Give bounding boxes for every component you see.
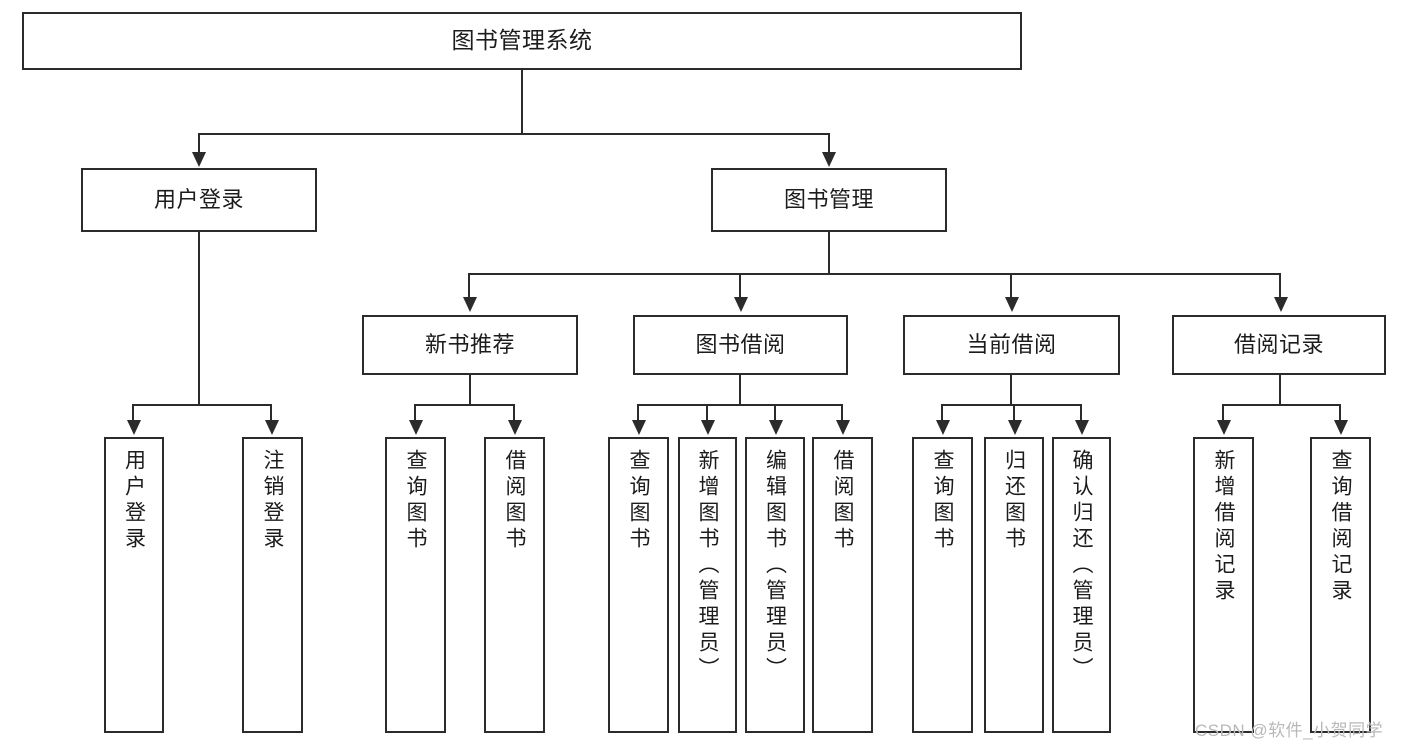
connector-root-stem xyxy=(521,70,523,134)
node-label: 借阅图书 xyxy=(503,449,526,553)
node-label: 新增借阅记录 xyxy=(1212,449,1235,605)
arrow-bm-to-book-borrow xyxy=(734,297,748,312)
node-label: 图书管理系统 xyxy=(451,27,593,54)
arrow-bb-leaf-3 xyxy=(769,420,783,435)
connector-cb-stem xyxy=(1010,375,1012,405)
connector-cb-drop-3 xyxy=(1080,404,1082,421)
connector-user-login-stem xyxy=(198,232,200,405)
connector-br-stem xyxy=(1279,375,1281,405)
connector-nbr-bus xyxy=(414,404,514,406)
node-label: 注销登录 xyxy=(261,449,284,553)
node-label: 图书借阅 xyxy=(695,332,786,358)
node-current-borrowing[interactable]: 当前借阅 xyxy=(903,315,1120,375)
connector-br-drop-1 xyxy=(1222,404,1224,421)
arrow-root-to-book-manage xyxy=(822,152,836,167)
connector-cb-bus xyxy=(941,404,1081,406)
arrow-user-login-leaf-1 xyxy=(127,420,141,435)
connector-cb-drop-2 xyxy=(1013,404,1015,421)
arrow-br-leaf-1 xyxy=(1217,420,1231,435)
arrow-nbr-leaf-2 xyxy=(508,420,522,435)
node-label: 查询图书 xyxy=(931,449,954,553)
connector-user-login-drop-2 xyxy=(270,404,272,421)
node-leaf-query-borrow-record[interactable]: 查询借阅记录 xyxy=(1310,437,1371,733)
connector-bm-drop-3 xyxy=(1010,273,1012,298)
arrow-bb-leaf-2 xyxy=(701,420,715,435)
arrow-bm-to-borrow-record xyxy=(1274,297,1288,312)
node-label: 编辑图书（管理员） xyxy=(763,449,787,683)
connector-bb-drop-2 xyxy=(706,404,708,421)
connector-nbr-drop-2 xyxy=(513,404,515,421)
node-label: 确认归还（管理员） xyxy=(1070,449,1093,683)
arrow-bb-leaf-4 xyxy=(836,420,850,435)
node-leaf-borrow-book-1[interactable]: 借阅图书 xyxy=(484,437,545,733)
arrow-br-leaf-2 xyxy=(1334,420,1348,435)
arrow-cb-leaf-1 xyxy=(936,420,950,435)
connector-user-login-bus xyxy=(132,404,271,406)
connector-root-to-book-manage xyxy=(828,133,830,154)
node-label: 图书管理 xyxy=(783,187,874,213)
arrow-nbr-leaf-1 xyxy=(409,420,423,435)
connector-book-manage-bus xyxy=(468,273,1280,275)
node-label: 归还图书 xyxy=(1002,449,1026,553)
connector-bb-drop-4 xyxy=(841,404,843,421)
node-label: 查询图书 xyxy=(627,449,650,553)
node-label: 新书推荐 xyxy=(424,332,515,358)
node-label: 借阅记录 xyxy=(1233,332,1324,358)
arrow-cb-leaf-2 xyxy=(1008,420,1022,435)
connector-cb-drop-1 xyxy=(941,404,943,421)
node-leaf-query-book-2[interactable]: 查询图书 xyxy=(608,437,669,733)
arrow-cb-leaf-3 xyxy=(1075,420,1089,435)
node-new-book-recommendation[interactable]: 新书推荐 xyxy=(362,315,578,375)
connector-nbr-drop-1 xyxy=(414,404,416,421)
node-leaf-confirm-return-admin[interactable]: 确认归还（管理员） xyxy=(1052,437,1111,733)
connector-bb-stem xyxy=(739,375,741,405)
node-label: 查询借阅记录 xyxy=(1329,449,1352,605)
csdn-watermark: CSDN @软件_小贺同学 xyxy=(1195,721,1384,740)
node-leaf-query-book-3[interactable]: 查询图书 xyxy=(912,437,973,733)
node-root-book-management-system[interactable]: 图书管理系统 xyxy=(22,12,1022,70)
connector-bm-drop-1 xyxy=(468,273,470,298)
node-leaf-return-book[interactable]: 归还图书 xyxy=(984,437,1044,733)
connector-bm-drop-4 xyxy=(1279,273,1281,298)
connector-bm-drop-2 xyxy=(739,273,741,298)
node-label: 借阅图书 xyxy=(831,449,854,553)
node-leaf-add-borrow-record[interactable]: 新增借阅记录 xyxy=(1193,437,1254,733)
connector-book-manage-stem xyxy=(828,232,830,274)
connector-br-drop-2 xyxy=(1339,404,1341,421)
node-borrowing-record[interactable]: 借阅记录 xyxy=(1172,315,1386,375)
node-leaf-user-login[interactable]: 用户登录 xyxy=(104,437,164,733)
connector-bb-bus xyxy=(637,404,842,406)
arrow-bm-to-new-book-rec xyxy=(463,297,477,312)
connector-bb-drop-1 xyxy=(637,404,639,421)
node-user-login[interactable]: 用户登录 xyxy=(81,168,317,232)
node-label: 查询图书 xyxy=(404,449,427,553)
arrow-root-to-user-login xyxy=(192,152,206,167)
node-label: 用户登录 xyxy=(122,449,146,553)
arrow-user-login-leaf-2 xyxy=(265,420,279,435)
connector-root-to-user-login xyxy=(198,133,200,154)
node-label: 用户登录 xyxy=(153,187,244,213)
node-book-borrowing[interactable]: 图书借阅 xyxy=(633,315,848,375)
node-leaf-query-book-1[interactable]: 查询图书 xyxy=(385,437,446,733)
connector-bb-drop-3 xyxy=(774,404,776,421)
connector-br-bus xyxy=(1222,404,1340,406)
node-leaf-borrow-book-2[interactable]: 借阅图书 xyxy=(812,437,873,733)
node-label: 新增图书（管理员） xyxy=(696,449,719,683)
node-label: 当前借阅 xyxy=(966,332,1057,358)
connector-nbr-stem xyxy=(469,375,471,405)
node-book-management[interactable]: 图书管理 xyxy=(711,168,947,232)
node-leaf-logout[interactable]: 注销登录 xyxy=(242,437,303,733)
connector-user-login-drop-1 xyxy=(132,404,134,421)
connector-root-bus xyxy=(198,133,830,135)
arrow-bm-to-current-borrow xyxy=(1005,297,1019,312)
node-leaf-edit-book-admin[interactable]: 编辑图书（管理员） xyxy=(745,437,805,733)
node-leaf-add-book-admin[interactable]: 新增图书（管理员） xyxy=(678,437,737,733)
arrow-bb-leaf-1 xyxy=(632,420,646,435)
